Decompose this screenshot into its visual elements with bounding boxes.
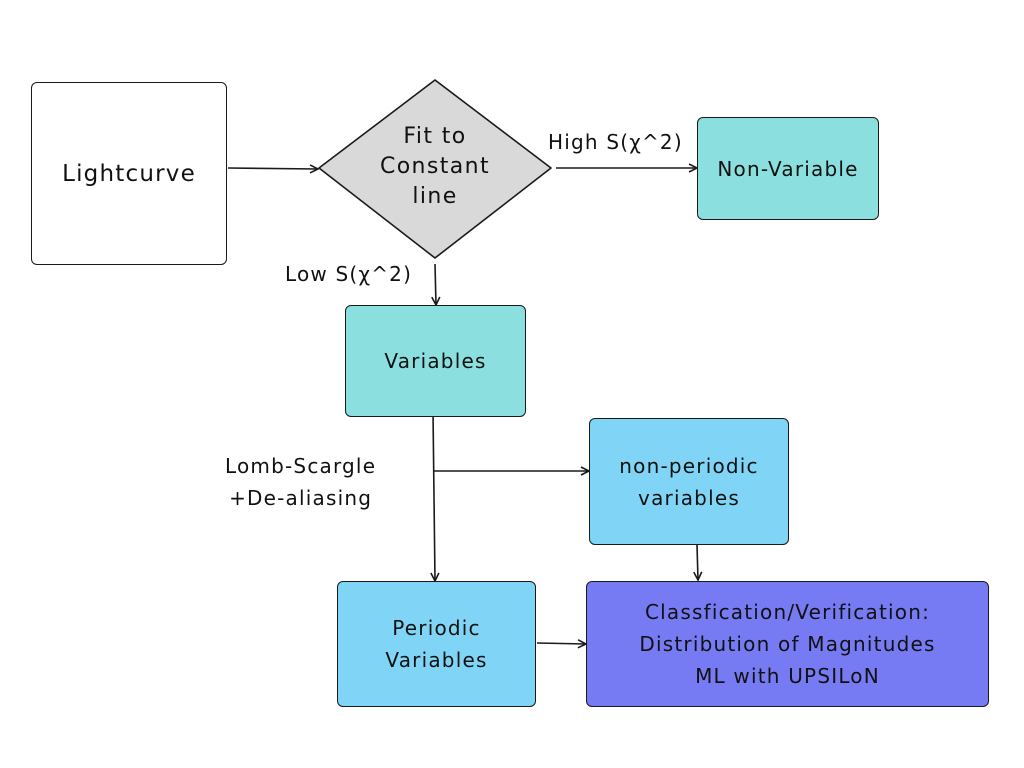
node-non-periodic-variables-label: non-periodic variables — [619, 453, 759, 510]
arrow-decision-to-variables — [435, 263, 436, 305]
node-classification: Classfication/Verification: Distribution… — [586, 581, 989, 707]
edge-label-lomb-scargle: Lomb-Scargle +De-aliasing — [225, 454, 377, 510]
node-non-variable: Non-Variable — [697, 117, 879, 220]
edge-label-high: High S(χ^2) — [548, 130, 683, 154]
decision-label: Fit to Constant line — [379, 124, 491, 209]
node-periodic-variables: Periodic Variables — [337, 581, 536, 707]
node-periodic-variables-label: Periodic Variables — [385, 616, 488, 672]
node-non-periodic-variables: non-periodic variables — [589, 418, 789, 545]
arrow-variables-to-periodic — [433, 411, 435, 581]
node-lightcurve: Lightcurve — [31, 82, 227, 265]
edge-label-low: Low S(χ^2) — [285, 262, 413, 286]
node-variables: Variables — [345, 305, 526, 417]
arrow-lightcurve-to-decision — [227, 168, 318, 169]
node-variables-label: Variables — [384, 349, 487, 373]
decision-diamond — [318, 79, 552, 259]
node-lightcurve-label: Lightcurve — [62, 160, 196, 187]
node-classification-label: Classfication/Verification: Distribution… — [639, 600, 936, 688]
node-non-variable-label: Non-Variable — [717, 156, 859, 181]
arrow-periodic-to-classification — [536, 643, 586, 644]
arrow-non-periodic-to-classification — [697, 544, 698, 580]
